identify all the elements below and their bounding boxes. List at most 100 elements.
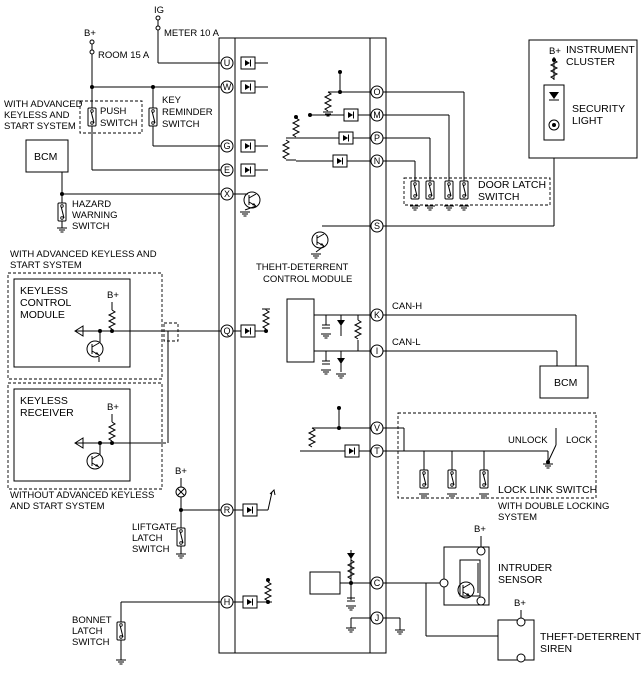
cluster-label-2: CLUSTER bbox=[566, 56, 615, 68]
siren-bplus: B+ bbox=[514, 598, 526, 609]
pin-v: V bbox=[370, 421, 384, 435]
key-reminder-label-1: KEY bbox=[162, 95, 182, 106]
bcm-left-label: BCM bbox=[34, 151, 57, 163]
svg-text:M: M bbox=[373, 110, 381, 120]
without-adv-keyless-2: AND START SYSTEM bbox=[10, 501, 105, 512]
pin-j: J bbox=[370, 611, 384, 625]
push-switch-label-1: PUSH bbox=[100, 106, 127, 117]
double-locking-label-2: SYSTEM bbox=[498, 512, 537, 523]
pin-p: P bbox=[370, 131, 384, 145]
module-label-line1: THEHT-DETERRENT bbox=[256, 262, 349, 273]
with-adv-keyless-top-1: WITH ADVANCED bbox=[4, 99, 83, 110]
pin-n: N bbox=[370, 154, 384, 168]
with-adv-keyless-mid-2: START SYSTEM bbox=[10, 260, 82, 271]
door-latch-switches: DOOR LATCH SWITCH bbox=[383, 91, 551, 211]
key-reminder-switch-icon bbox=[148, 107, 158, 127]
intruder-label-1: INTRUDER bbox=[498, 562, 553, 574]
hazard-label-2: WARNING bbox=[72, 210, 118, 221]
without-adv-keyless-1: WITHOUT ADVANCED KEYLESS bbox=[10, 490, 154, 501]
keyless-control-module: KEYLESS CONTROL MODULE B+ bbox=[13, 278, 173, 368]
pin-i: I bbox=[370, 344, 384, 358]
push-switch-label-2: SWITCH bbox=[100, 118, 138, 129]
svg-text:K: K bbox=[374, 310, 380, 320]
bcm-left: BCM bbox=[25, 139, 221, 205]
with-adv-keyless-top-3: START SYSTEM bbox=[4, 121, 76, 132]
double-locking-label-1: WITH DOUBLE LOCKING bbox=[498, 501, 609, 512]
kcm-label-3: MODULE bbox=[20, 309, 65, 321]
bcm-right-label: BCM bbox=[554, 377, 577, 389]
intruder-sensor: B+ INTRUDER SENSOR bbox=[439, 524, 553, 606]
svg-text:I: I bbox=[376, 346, 379, 356]
meter-fuse-label: METER 10 A bbox=[164, 28, 220, 39]
room-fuse-label: ROOM 15 A bbox=[98, 50, 150, 61]
instrument-cluster: INSTRUMENT CLUSTER B+ SECURITY LIGHT bbox=[528, 39, 638, 159]
svg-text:S: S bbox=[374, 221, 380, 231]
left-pins: U W G E X Q R H bbox=[220, 56, 234, 609]
ig-label: IG bbox=[154, 5, 164, 16]
bonnet-latch-switch: BONNET LATCH SWITCH bbox=[72, 601, 221, 665]
svg-text:X: X bbox=[224, 189, 230, 199]
pin-w: W bbox=[220, 80, 234, 94]
kcm-bplus: B+ bbox=[107, 290, 119, 301]
push-switch-group: WITH ADVANCED KEYLESS AND START SYSTEM P… bbox=[4, 99, 143, 134]
liftgate-label-1: LIFTGATE bbox=[132, 522, 177, 533]
svg-text:E: E bbox=[224, 165, 230, 175]
receiver-bplus: B+ bbox=[107, 402, 119, 413]
pin-h: H bbox=[220, 595, 234, 609]
svg-text:J: J bbox=[375, 613, 380, 623]
hazard-label-1: HAZARD bbox=[72, 199, 111, 210]
svg-text:W: W bbox=[223, 82, 232, 92]
pin-o: O bbox=[370, 85, 384, 99]
svg-text:V: V bbox=[374, 423, 380, 433]
receiver-label-2: RECEIVER bbox=[20, 407, 74, 419]
pin-e: E bbox=[220, 163, 234, 177]
can-l-label: CAN-L bbox=[392, 337, 421, 348]
theft-deterrent-siren: B+ THEFT-DETERRENT SIREN bbox=[497, 598, 641, 663]
ig-power-circuit: IG METER 10 A bbox=[154, 5, 268, 70]
pin-q: Q bbox=[220, 324, 234, 338]
svg-text:U: U bbox=[224, 58, 231, 68]
intruder-label-2: SENSOR bbox=[498, 574, 543, 586]
can-h-label: CAN-H bbox=[392, 301, 422, 312]
kcm-label-1: KEYLESS bbox=[20, 285, 68, 297]
siren-label-2: SIREN bbox=[540, 643, 572, 655]
siren-label-1: THEFT-DETERRENT bbox=[540, 631, 641, 643]
hazard-warning-switch: HAZARD WARNING SWITCH bbox=[56, 199, 118, 233]
transistor-x bbox=[233, 191, 261, 217]
pin-u: U bbox=[220, 56, 234, 70]
b-plus-room: B+ bbox=[84, 28, 96, 39]
svg-text:Q: Q bbox=[223, 326, 230, 336]
pin-t: T bbox=[370, 444, 384, 458]
liftgate-label-2: LATCH bbox=[132, 533, 163, 544]
svg-text:P: P bbox=[374, 133, 380, 143]
security-light-label-2: LIGHT bbox=[572, 115, 604, 127]
kcm-label-2: CONTROL bbox=[20, 297, 71, 309]
svg-text:N: N bbox=[374, 156, 381, 166]
pin-c: C bbox=[370, 576, 384, 590]
cluster-label-1: INSTRUMENT bbox=[566, 44, 635, 56]
bonnet-label-1: BONNET bbox=[72, 615, 112, 626]
door-latch-label-1: DOOR LATCH bbox=[478, 179, 546, 191]
security-light-label-1: SECURITY bbox=[572, 103, 625, 115]
hazard-label-3: SWITCH bbox=[72, 221, 110, 232]
key-reminder-switch-group: KEY REMINDER SWITCH bbox=[148, 87, 221, 147]
lock-label: LOCK bbox=[566, 435, 593, 446]
pin-r: R bbox=[220, 503, 234, 517]
cluster-bplus: B+ bbox=[549, 46, 561, 57]
door-latch-label-2: SWITCH bbox=[478, 191, 519, 203]
module-label-line2: CONTROL MODULE bbox=[263, 274, 352, 285]
svg-text:G: G bbox=[223, 141, 230, 151]
svg-text:O: O bbox=[373, 87, 380, 97]
bonnet-label-2: LATCH bbox=[72, 626, 103, 637]
pin-s: S bbox=[370, 219, 384, 233]
with-adv-keyless-top-2: KEYLESS AND bbox=[4, 110, 70, 121]
liftgate-latch-switch: B+ LIFTGATE LATCH SWITCH bbox=[132, 466, 221, 559]
key-reminder-label-3: SWITCH bbox=[162, 119, 200, 130]
pin-k: K bbox=[370, 308, 384, 322]
hazard-switch-icon bbox=[57, 202, 67, 222]
svg-text:H: H bbox=[224, 597, 231, 607]
with-adv-keyless-mid-1: WITH ADVANCED KEYLESS AND bbox=[10, 249, 157, 260]
liftgate-bplus: B+ bbox=[175, 466, 187, 477]
receiver-label-1: KEYLESS bbox=[20, 395, 68, 407]
